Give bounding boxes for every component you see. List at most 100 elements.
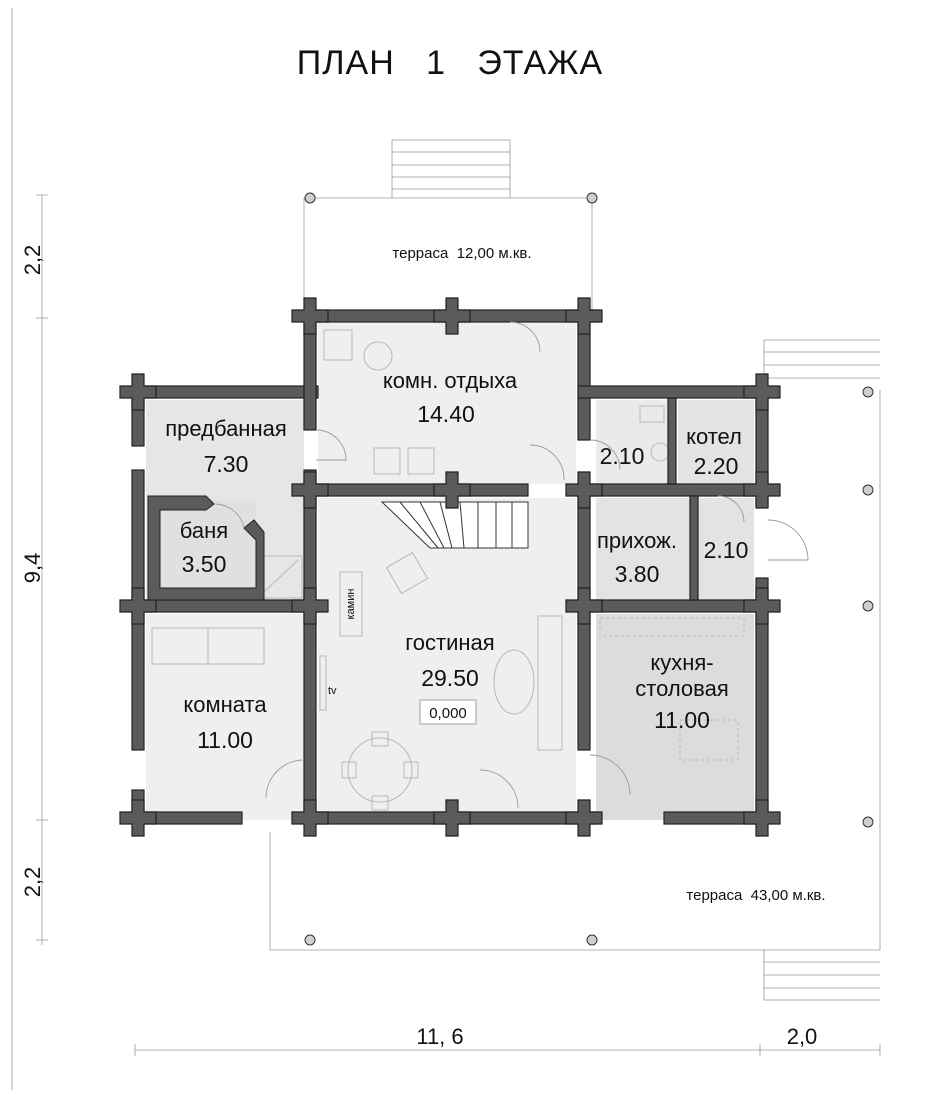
wall-left-lower — [303, 469, 317, 821]
post-3 — [862, 386, 874, 398]
right-steps — [763, 339, 880, 390]
pre-bath-area: 7.30 — [204, 451, 249, 477]
fill-hall — [596, 498, 692, 600]
living-name: гостиная — [405, 630, 494, 655]
wall-boiler-left — [667, 397, 677, 485]
tv-label: tv — [328, 685, 337, 697]
dining-chair-top — [371, 731, 389, 747]
dim-bottom-right: 2,0 — [787, 1024, 818, 1049]
wall-right-horizontal — [577, 483, 755, 497]
fill-vestibule — [698, 498, 754, 600]
stair — [380, 501, 529, 549]
cross-16 — [433, 799, 471, 837]
post-7 — [304, 934, 316, 946]
kitchen-area: 11.00 — [654, 707, 710, 733]
door-rest-right — [529, 444, 565, 481]
wall-left-outer-top — [131, 385, 319, 399]
left-dim-line — [36, 194, 48, 945]
cross-4 — [565, 297, 603, 335]
cross-10 — [119, 587, 157, 625]
wall-room-top — [131, 599, 319, 613]
cross-11 — [291, 587, 329, 625]
cross-3 — [433, 297, 471, 335]
kitchen-table — [679, 719, 739, 761]
bathroom-area: 2.10 — [600, 443, 645, 469]
post-6 — [862, 816, 874, 828]
post-5 — [862, 600, 874, 612]
cross-7 — [433, 471, 471, 509]
dim-left-bottom: 2,2 — [20, 867, 45, 898]
hall-area: 3.80 — [615, 561, 660, 587]
rest-chair-2 — [407, 447, 435, 475]
dim-bottom-main: 11, 6 — [416, 1024, 463, 1049]
cross-9 — [743, 471, 781, 509]
terrace-top-label: терраса 12,00 м.кв. — [392, 245, 531, 262]
door-living-bottom — [479, 769, 519, 809]
dining-chair-right — [403, 761, 419, 779]
cross-5 — [743, 373, 781, 411]
bath-area: 3.50 — [182, 551, 227, 577]
dining-chair-left — [341, 761, 357, 779]
cross-14 — [119, 799, 157, 837]
kitchen-name-line2: столовая — [635, 676, 729, 701]
rest-round — [363, 341, 393, 371]
wall-right-outer-top — [577, 385, 769, 399]
terrace-posts — [304, 192, 874, 946]
bottom-steps — [763, 950, 880, 1001]
dim-left-middle: 9,4 — [20, 553, 45, 584]
cross-1 — [119, 373, 157, 411]
fill-kitchen — [596, 614, 754, 820]
bottom-terrace-outline — [269, 390, 881, 951]
room-area: 11.00 — [197, 727, 253, 753]
tv-stand — [319, 655, 327, 711]
cross-13 — [743, 587, 781, 625]
rest-chair-1 — [373, 447, 401, 475]
post-8 — [586, 934, 598, 946]
room-fills — [146, 322, 754, 820]
dim-left-top: 2,2 — [20, 245, 45, 276]
fireplace-box — [339, 571, 363, 637]
door-room — [265, 759, 305, 799]
fill-rest-room — [318, 322, 576, 484]
door-kitchen — [589, 754, 631, 796]
bath-name: баня — [180, 518, 228, 543]
dining-chair-bottom — [371, 795, 389, 811]
cross-12 — [565, 587, 603, 625]
fill-living — [318, 498, 576, 820]
boiler-name: котел — [686, 424, 742, 449]
cross-18 — [743, 799, 781, 837]
boiler-area: 2.20 — [694, 453, 739, 479]
top-steps — [391, 139, 511, 198]
log-crosses — [119, 297, 781, 837]
fill-bathroom — [596, 400, 668, 484]
rest-room-name: комн. отдыха — [383, 368, 518, 393]
doors — [213, 321, 809, 809]
fill-boiler — [678, 400, 754, 484]
bath-partition — [147, 495, 265, 601]
cross-2 — [291, 297, 329, 335]
door-boiler — [717, 495, 745, 523]
post-2 — [586, 192, 598, 204]
hall-name: прихож. — [597, 528, 677, 553]
wall-center-horizontal — [303, 483, 529, 497]
dining-round-table — [347, 737, 413, 803]
door-rest-top — [509, 321, 541, 353]
sink — [639, 405, 665, 423]
door-bath — [213, 503, 245, 529]
door-pre-bath — [315, 429, 347, 461]
fill-bath — [152, 500, 256, 594]
door-entrance — [767, 519, 809, 561]
rest-room-area: 14.40 — [417, 401, 475, 427]
kitchen-counter — [599, 617, 745, 637]
plan-title: ПЛАН 1 ЭТАЖА — [297, 44, 603, 82]
cross-8 — [565, 471, 603, 509]
cross-6 — [291, 471, 329, 509]
bottom-dim-line — [134, 1044, 881, 1056]
living-sofa — [537, 615, 563, 751]
room-name: комната — [183, 692, 267, 717]
living-table-oval — [493, 649, 535, 715]
level-box — [419, 699, 477, 725]
vestibule-area: 2.10 — [704, 537, 749, 563]
living-area: 29.50 — [421, 665, 479, 691]
